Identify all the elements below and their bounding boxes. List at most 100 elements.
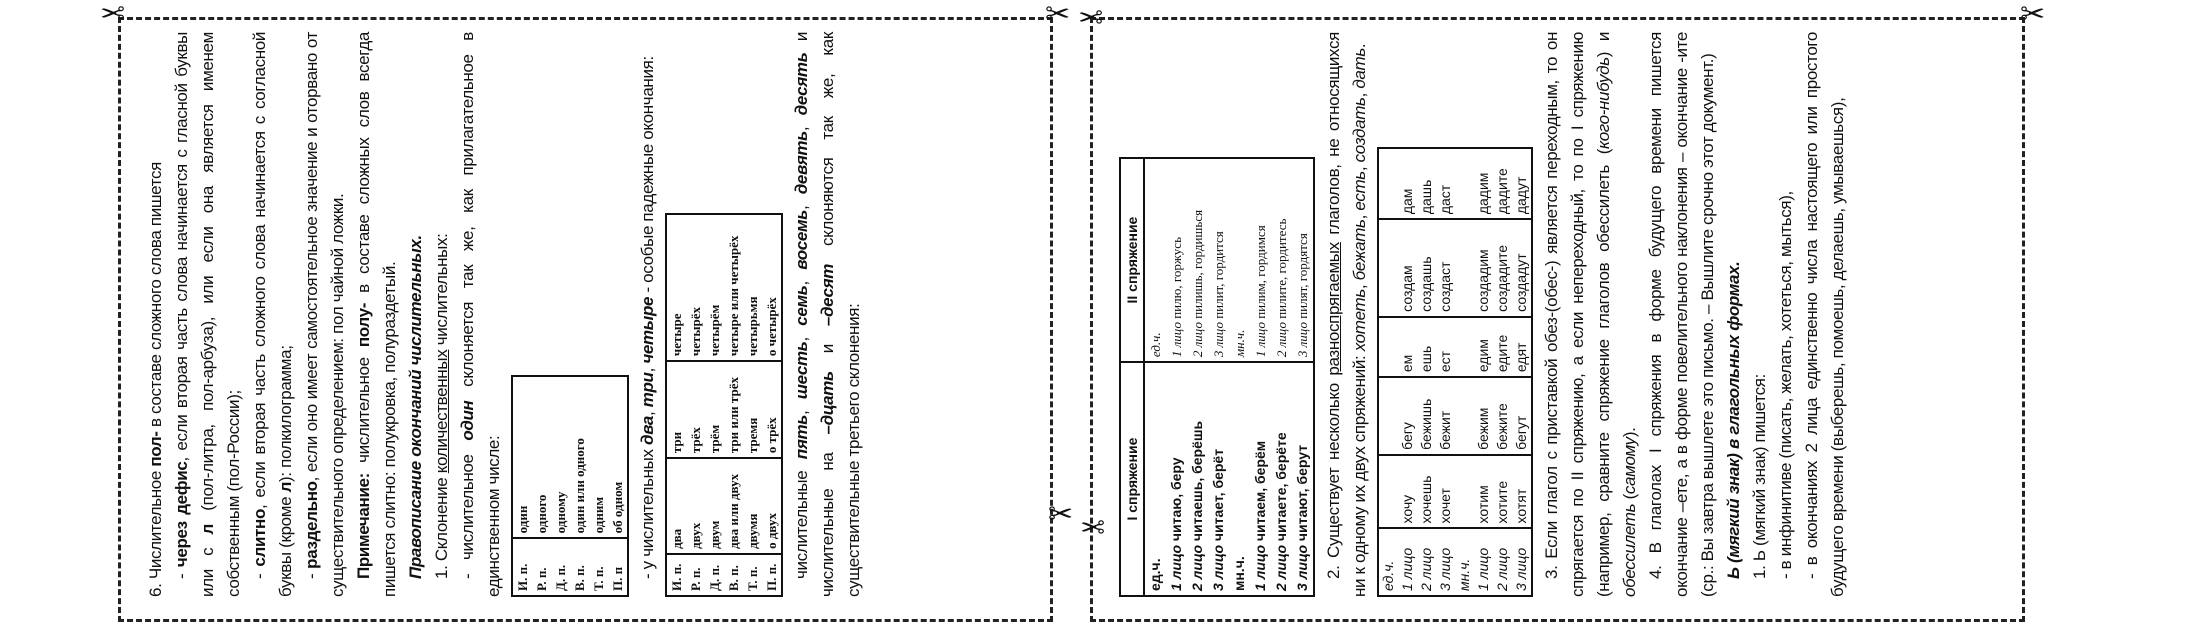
- text-segment: самому: [1620, 437, 1639, 495]
- text-segment: 3 лицо: [1210, 545, 1226, 591]
- text-segment: дать: [1350, 48, 1369, 89]
- paragraph: Ь (мягкий знак) в глагольных формах.: [1721, 32, 1747, 597]
- table-cell: бежишь: [1417, 377, 1436, 455]
- table-cell: о четырёх: [762, 214, 782, 362]
- cell-line: 1 лицо: [1474, 533, 1493, 591]
- text-segment: ,: [1350, 210, 1369, 220]
- table-cell: бежите: [1493, 377, 1512, 455]
- table-row: И. п.один: [512, 376, 532, 596]
- text-segment: 2 лицо: [1273, 545, 1289, 591]
- text-segment: 2 лицо: [1189, 545, 1205, 591]
- table-cell: ед.ч.: [1378, 528, 1398, 596]
- cell-line: 1 лицо пилю, горжусь: [1166, 163, 1187, 357]
- text-segment: 2 лицо: [1418, 547, 1434, 591]
- text-segment: ,: [792, 269, 811, 286]
- paragraph: числительные пять, шесть, семь, восемь, …: [789, 32, 867, 597]
- text-segment: ,: [1350, 88, 1369, 98]
- table-cell: ем: [1398, 316, 1417, 378]
- table-cell: хочешь: [1417, 454, 1436, 529]
- table-cell: хотите: [1493, 454, 1512, 529]
- table-cell: дашь: [1417, 148, 1436, 220]
- table-cell: хотим: [1474, 454, 1493, 529]
- text-segment: 1 лицо: [1253, 322, 1268, 358]
- text-segment: 4. В глаголах I спряжения в форме будуще…: [1646, 32, 1717, 597]
- cell-line: 2 лицо читаете, берёте: [1271, 367, 1292, 591]
- table-cell: 2 лицо: [1417, 528, 1436, 596]
- table-cell: три: [666, 361, 686, 459]
- text-segment: один: [458, 400, 477, 441]
- cell-line: ед.ч.: [1379, 533, 1398, 591]
- text-segment: Ь (мягкий знак) в глагольных формах.: [1724, 261, 1743, 579]
- text-segment: пол-: [146, 431, 165, 467]
- text-segment: шесть: [792, 341, 811, 400]
- text-segment: 3 лицо: [1295, 322, 1310, 358]
- table-cell: четырьмя: [743, 214, 762, 362]
- cutout-card-numerals: 6. Числительное пол- в составе сложного …: [118, 17, 1053, 622]
- table-cell: одного: [532, 376, 551, 539]
- table-cell: об одном: [608, 376, 628, 539]
- table-cell: дадим: [1474, 148, 1493, 220]
- text-segment: мн.ч.: [1231, 556, 1247, 591]
- table-cell: четырёх: [686, 214, 705, 362]
- cell-line: 3 лицо пилят, гордятся: [1292, 163, 1313, 357]
- table-cell: хотят: [1512, 454, 1532, 529]
- table-cell: 3 лицо: [1436, 528, 1455, 596]
- table-cell: дадут: [1512, 148, 1532, 220]
- table-cell: четырём: [705, 214, 724, 362]
- text-segment: ,: [638, 363, 657, 373]
- table-cell: бежит: [1436, 377, 1455, 455]
- text-segment: полу-: [354, 302, 373, 348]
- scissors-icon: ✂: [100, 0, 126, 28]
- table-row: Р. п. одного: [532, 376, 551, 596]
- text-segment: –дцать: [818, 371, 837, 435]
- text-segment: числительные: [792, 459, 811, 579]
- text-segment: .: [1350, 43, 1369, 49]
- table-cell: тремя: [743, 361, 762, 459]
- table-cell: Р. п.: [534, 567, 549, 591]
- table-cell: 1 лицо: [1398, 528, 1417, 596]
- text-segment: ,: [792, 399, 811, 415]
- table-row: Д. п.одному: [551, 376, 570, 596]
- table-cell: Т. п.: [591, 566, 606, 591]
- table-cell: И. п.: [515, 563, 530, 591]
- table-cell: [1378, 377, 1398, 455]
- text-segment: -: [172, 567, 191, 579]
- text-segment: -: [250, 566, 269, 579]
- text-segment: есть: [1350, 171, 1369, 211]
- text-segment: 2. Существует несколько: [1324, 375, 1343, 579]
- text-segment: ).: [1620, 427, 1639, 438]
- text-segment: 3 лицо: [1294, 545, 1310, 591]
- paragraph: - слитно, если вторая часть сложного сло…: [247, 32, 299, 597]
- text-segment: восемь: [792, 210, 811, 270]
- cell-line: ед.ч.: [1145, 367, 1166, 591]
- text-segment: ,: [792, 194, 811, 211]
- text-segment: Примечание:: [354, 473, 373, 579]
- text-segment: - у числительных: [638, 444, 657, 579]
- table-cell: едим: [1474, 316, 1493, 378]
- text-segment: раздельно: [302, 481, 321, 569]
- paragraph: 2. Существует несколько разноспрягаемых …: [1321, 32, 1373, 597]
- text-segment: пилю, горжусь: [1169, 236, 1184, 323]
- text-segment: мн.ч.: [1456, 558, 1472, 591]
- text-segment: пять: [792, 414, 811, 460]
- paragraph: 6. Числительное пол- в составе сложного …: [143, 32, 169, 597]
- text-segment: и: [818, 326, 837, 372]
- text-segment: 1 лицо: [1399, 547, 1415, 591]
- text-segment: 6. Числительное: [146, 466, 165, 597]
- text-segment: л: [198, 523, 217, 535]
- paragraph: - через дефис, если вторая часть слова н…: [169, 32, 247, 597]
- text-segment: читаете, берёте: [1273, 432, 1289, 545]
- text-segment: слитно: [250, 509, 269, 567]
- table-cell: бегу: [1398, 377, 1417, 455]
- text-segment: - в окончаниях 2 лица единственно числа …: [1802, 32, 1847, 597]
- table-cell: [1378, 148, 1398, 220]
- table-cell: Т. п.: [745, 566, 760, 591]
